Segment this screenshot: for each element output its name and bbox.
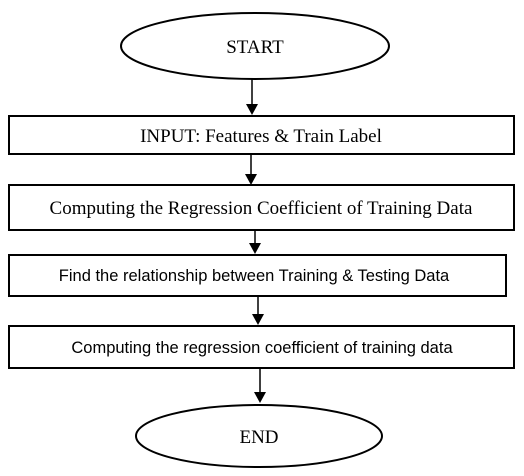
node-compute-train: Computing the Regression Coefficient of … [8, 184, 515, 231]
node-compute-test: Computing the regression coefficient of … [8, 325, 515, 369]
compute-test-label: Computing the regression coefficient of … [71, 339, 453, 357]
end-ellipse [135, 404, 383, 468]
edge-input-to-compute-train [245, 154, 257, 185]
compute-test-box [8, 325, 515, 369]
start-label: START [226, 37, 284, 58]
edge-start-to-input [246, 79, 258, 115]
compute-train-box [8, 184, 515, 231]
input-box [8, 115, 515, 155]
compute-train-label: Computing the Regression Coefficient of … [50, 198, 473, 219]
node-end: END [135, 404, 383, 468]
edge-compute-train-to-find-relation [249, 230, 261, 254]
find-relation-label: Find the relationship between Training &… [59, 267, 450, 285]
edge-compute-test-to-end [254, 368, 266, 403]
edge-find-relation-to-compute-test [252, 296, 264, 325]
end-label: END [239, 427, 278, 448]
node-start: START [120, 12, 390, 80]
start-ellipse [120, 12, 390, 80]
input-label: INPUT: Features & Train Label [140, 126, 382, 147]
node-input: INPUT: Features & Train Label [8, 115, 515, 155]
node-find-relation: Find the relationship between Training &… [8, 254, 507, 297]
find-relation-box [8, 254, 507, 297]
